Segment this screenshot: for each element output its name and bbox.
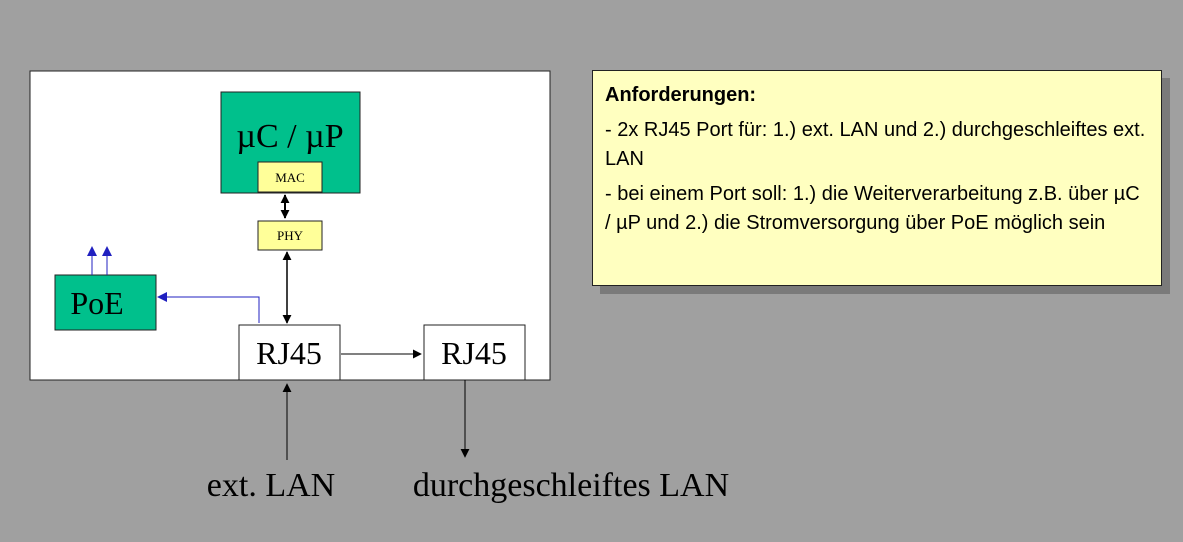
poe-block: [54, 274, 157, 331]
mac-chip: [257, 161, 323, 193]
loop-lan-label: durchgeschleiftes LAN: [413, 467, 729, 504]
requirement-item-1: - 2x RJ45 Port für: 1.) ext. LAN und 2.)…: [605, 119, 1146, 170]
rj45-right-label: RJ45: [441, 335, 507, 371]
rj45-port-left: [238, 324, 341, 381]
phy-label: PHY: [277, 228, 304, 243]
poe-label: PoE: [70, 285, 123, 321]
requirement-item-2: - bei einem Port soll: 1.) die Weiterver…: [605, 183, 1140, 234]
rj45-port-right: [423, 324, 526, 381]
rj45-left-label: RJ45: [256, 335, 322, 371]
mac-label: MAC: [275, 170, 305, 185]
rj45-poe-connection: [157, 292, 260, 323]
requirements-title: Anforderungen:: [605, 84, 757, 106]
requirements-note: Anforderungen: - 2x RJ45 Port für: 1.) e…: [592, 70, 1162, 286]
microcontroller-label: µC / µP: [236, 118, 343, 155]
ext-lan-label: ext. LAN: [207, 467, 335, 504]
phy-chip: [257, 220, 323, 251]
